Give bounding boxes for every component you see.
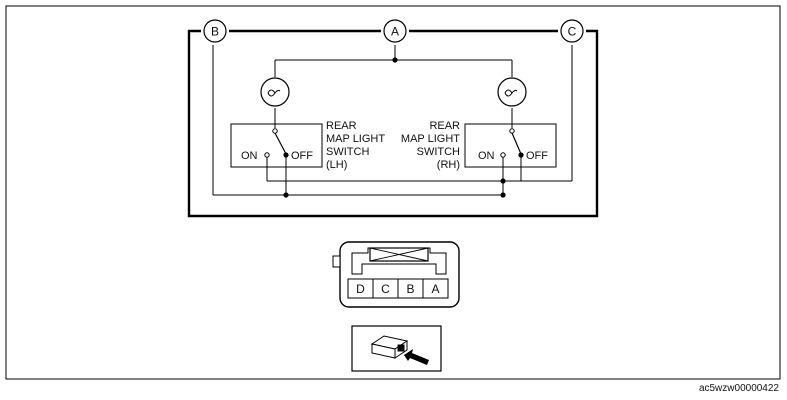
node-b-label: B — [211, 25, 219, 39]
switch-lh-label-line3: SWITCH — [326, 146, 369, 158]
switch-lh-contact: ON OFF — [241, 128, 313, 162]
connector-pin-label: A — [431, 282, 439, 296]
switch-lh-on: ON — [241, 150, 258, 162]
arrow-icon — [404, 349, 429, 365]
switch-rh-off: OFF — [526, 150, 548, 162]
junction-dots — [283, 57, 506, 198]
node-a-label: A — [391, 25, 399, 39]
bulb-lh-icon — [260, 77, 290, 107]
switch-rh-box — [464, 123, 557, 168]
wiring — [212, 45, 573, 196]
switch-lh-label-line2: MAP LIGHT — [326, 133, 385, 145]
switch-rh-label-line3: SWITCH — [417, 146, 460, 158]
bulb-rh-icon — [497, 77, 527, 107]
node-c-label: C — [568, 25, 577, 39]
node-c: C — [560, 19, 584, 43]
switch-lh-label-line4: (LH) — [326, 159, 347, 171]
switch-rh-label-line4: (RH) — [437, 159, 460, 171]
switch-lh-label-line1: REAR — [326, 120, 357, 132]
connector-face: D C B A — [332, 241, 460, 308]
switch-lh-box — [230, 123, 323, 168]
switch-lh-label: REAR MAP LIGHT SWITCH (LH) — [326, 120, 385, 171]
connector-view-icon — [370, 335, 409, 359]
connector-pin-label: C — [381, 282, 390, 296]
circuit-frame — [187, 29, 599, 218]
node-b: B — [203, 19, 227, 43]
connector-pin-label: D — [356, 282, 365, 296]
switch-rh-label: REAR MAP LIGHT SWITCH (RH) — [401, 120, 460, 171]
switch-rh-label-line2: MAP LIGHT — [401, 133, 460, 145]
switch-rh-label-line1: REAR — [429, 120, 460, 132]
switch-lh-off: OFF — [291, 150, 313, 162]
page-frame — [5, 5, 781, 380]
connector-pin-label: B — [406, 282, 414, 296]
switch-rh-on: ON — [478, 150, 495, 162]
view-direction-inset — [351, 325, 442, 372]
node-a: A — [383, 19, 407, 43]
switch-rh-contact: ON OFF — [478, 128, 548, 162]
figure-code: ac5wzw00000422 — [699, 383, 779, 394]
